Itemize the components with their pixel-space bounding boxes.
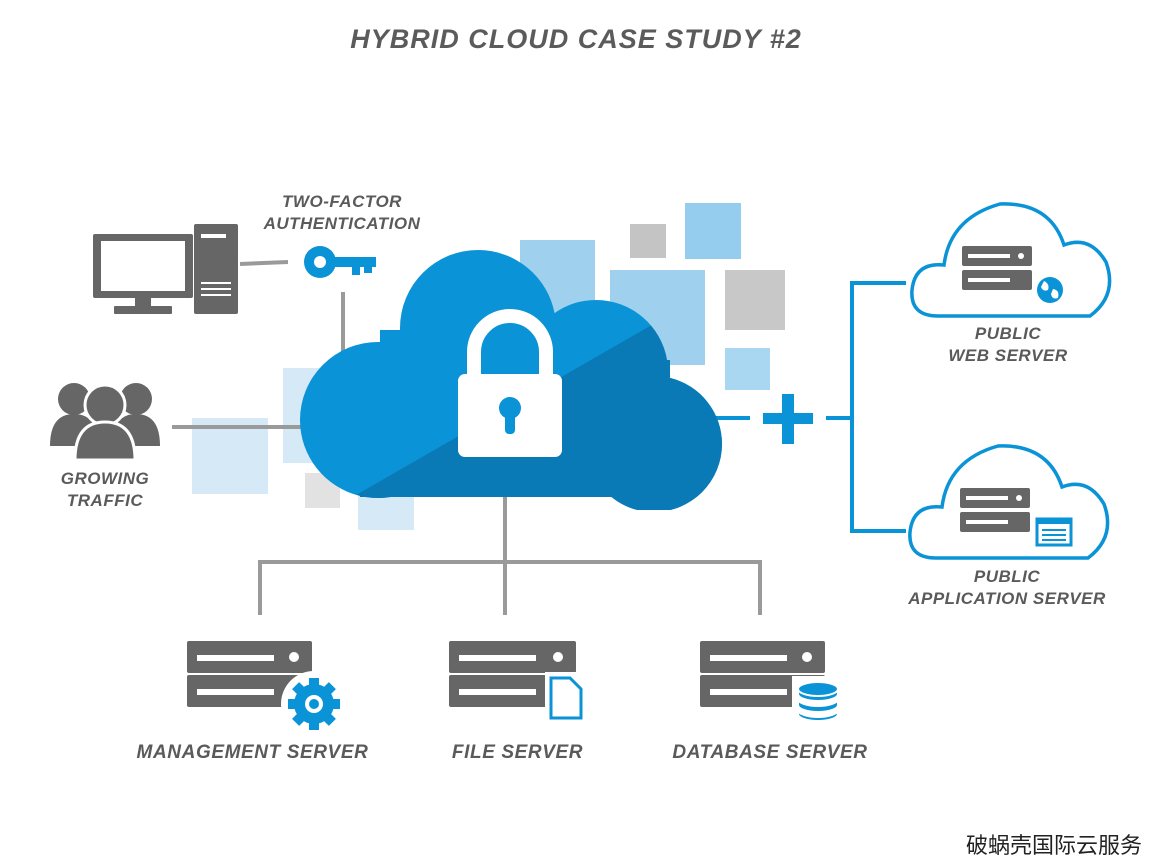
management-server-icon — [187, 641, 347, 737]
people-icon — [50, 383, 160, 462]
public-connectors — [715, 281, 906, 533]
growing-traffic-label-line2: TRAFFIC — [66, 491, 144, 510]
database-server-icon — [700, 641, 844, 728]
plus-icon — [763, 394, 813, 444]
key-icon — [304, 246, 376, 278]
database-server-label: DATABASE SERVER — [672, 742, 868, 763]
document-icon — [549, 676, 583, 720]
globe-icon — [1037, 277, 1063, 303]
growing-traffic-label: GROWING TRAFFIC — [45, 468, 165, 512]
watermark-text: 破蜗壳国际云服务 — [965, 834, 1142, 859]
two-factor-label-line2: AUTHENTICATION — [263, 214, 421, 233]
two-factor-label-line1: TWO-FACTOR — [282, 192, 402, 211]
growing-traffic-label-line1: GROWING — [60, 469, 150, 488]
public-web-server-icon — [910, 202, 1112, 318]
two-factor-label: TWO-FACTOR AUTHENTICATION — [262, 191, 422, 235]
public-web-server-label-line2: WEB SERVER — [948, 346, 1068, 365]
internal-connectors — [172, 260, 762, 615]
file-server-label: FILE SERVER — [451, 742, 584, 763]
public-application-server-icon — [908, 444, 1110, 560]
public-web-server-label-line1: PUBLIC — [974, 324, 1042, 343]
public-application-server-label-line2: APPLICATION SERVER — [908, 589, 1106, 608]
file-server-icon — [449, 641, 587, 724]
public-application-server-label: PUBLIC APPLICATION SERVER — [897, 566, 1117, 610]
public-application-server-label-line1: PUBLIC — [973, 567, 1041, 586]
computer-icon — [93, 224, 238, 314]
lock-icon — [458, 309, 562, 457]
gear-icon — [288, 678, 340, 730]
management-server-label: MANAGEMENT SERVER — [136, 742, 369, 763]
app-window-icon — [1035, 517, 1073, 547]
database-icon — [797, 681, 839, 722]
page-title: HYBRID CLOUD CASE STUDY #2 — [350, 24, 802, 54]
public-web-server-label: PUBLIC WEB SERVER — [928, 323, 1088, 367]
